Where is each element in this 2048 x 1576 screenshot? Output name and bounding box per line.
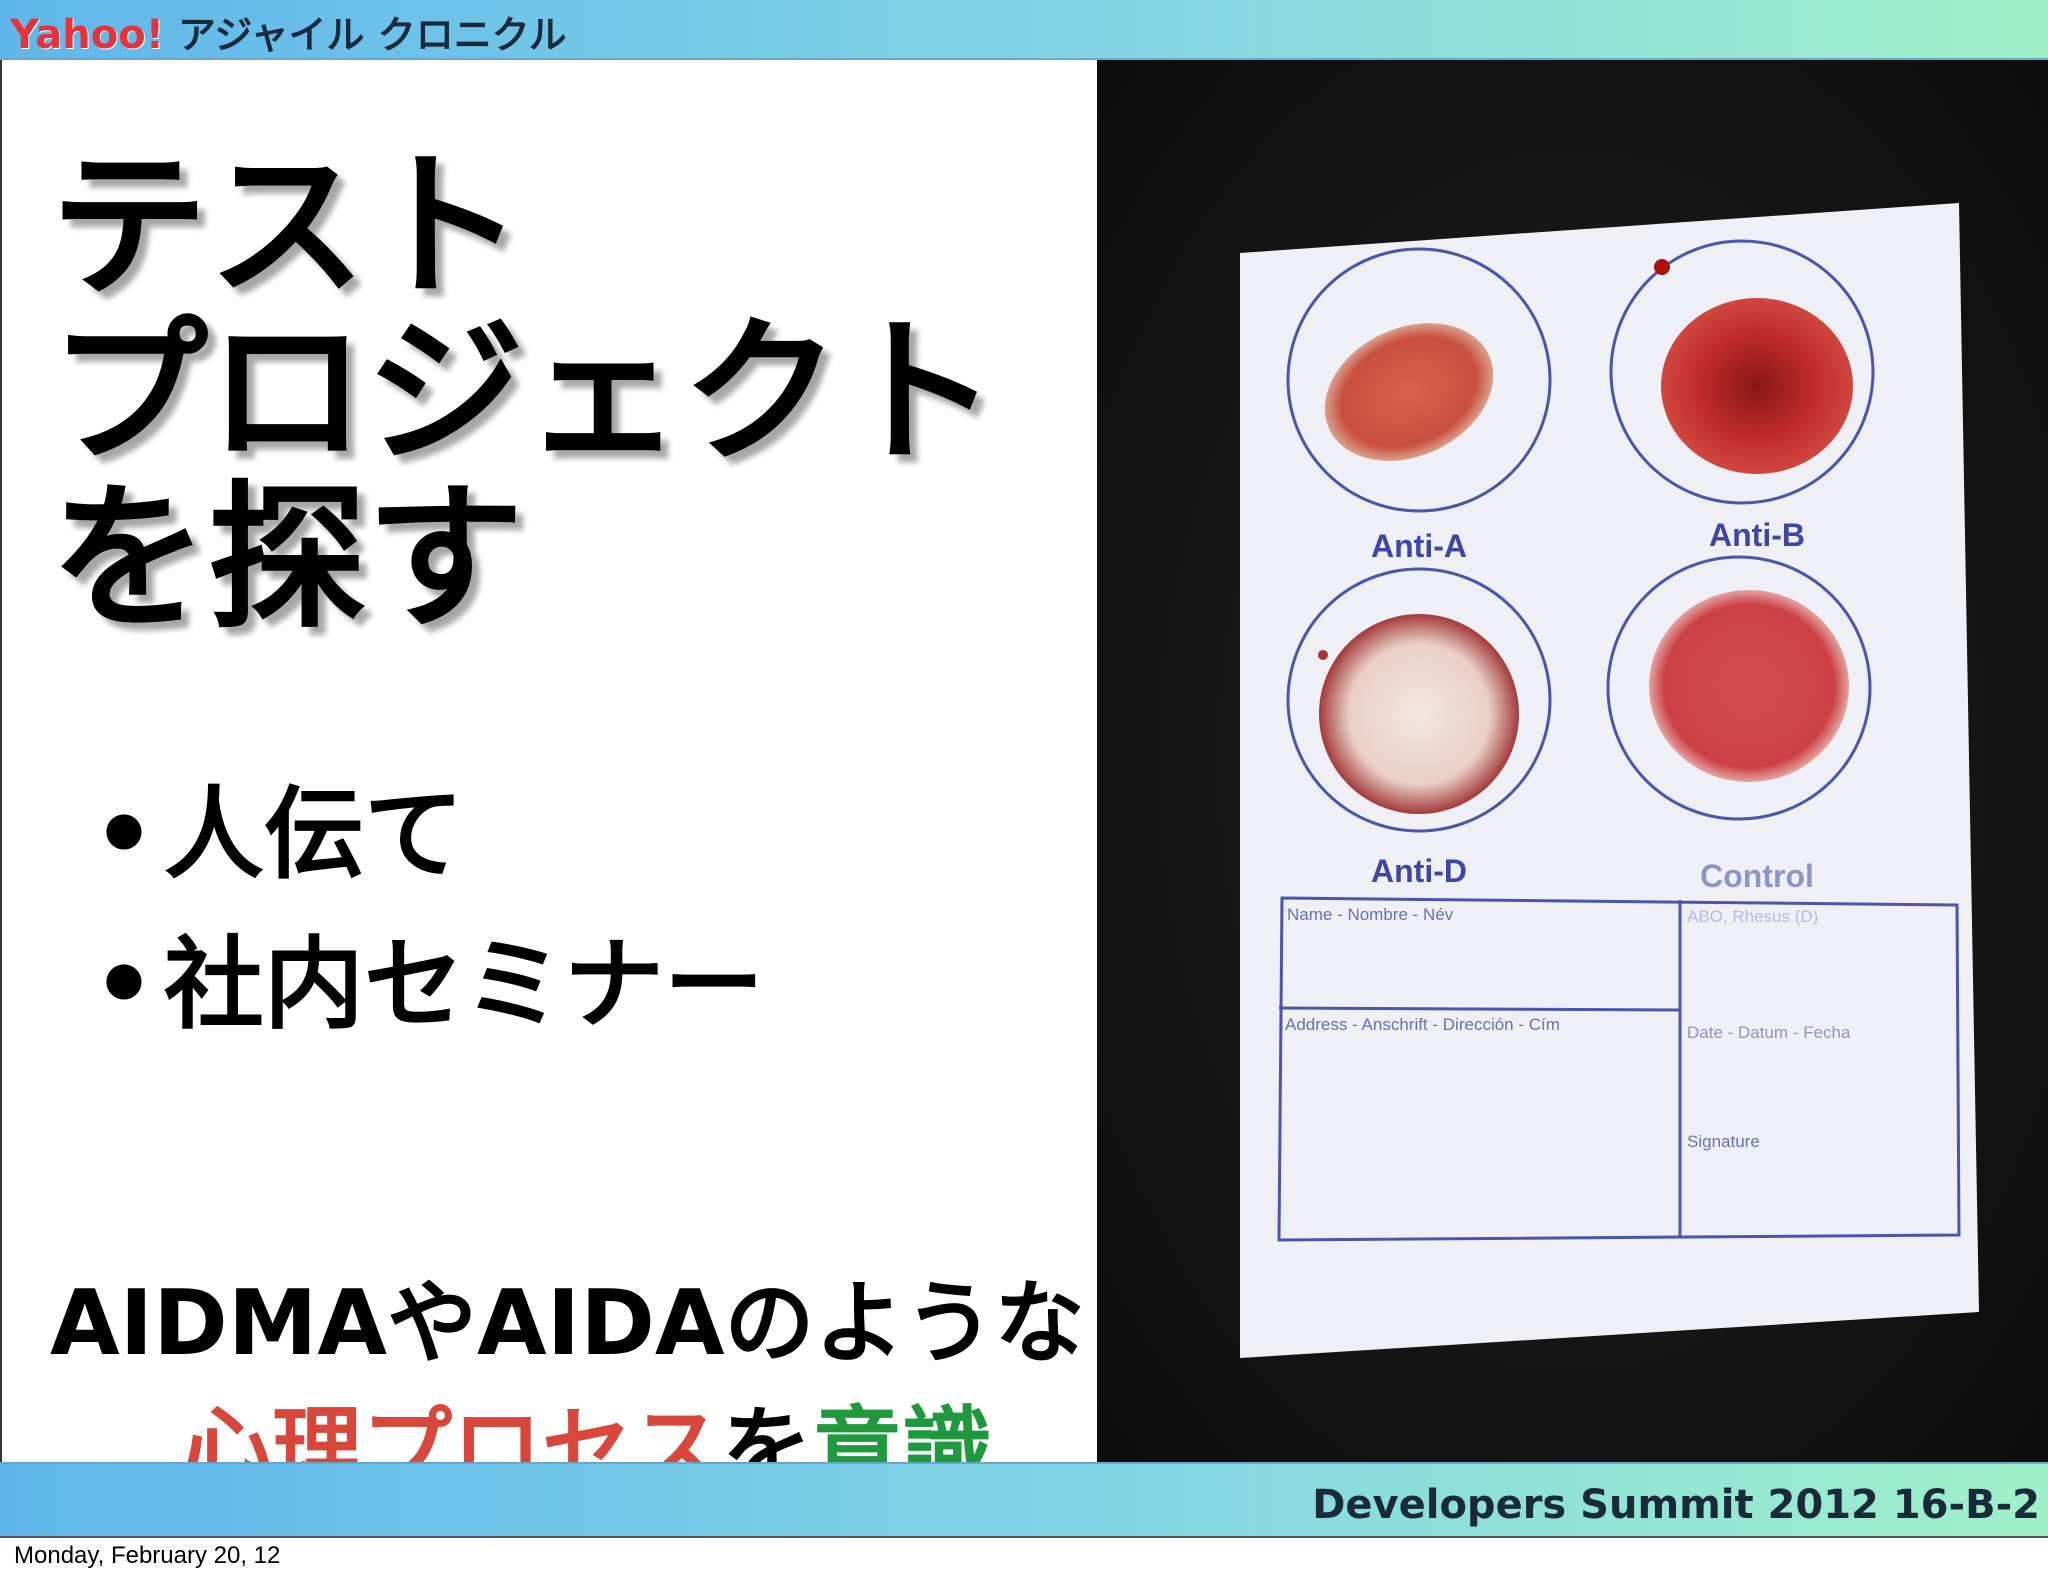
event-name: Developers Summit 2012 16-B-2 bbox=[1312, 1482, 2040, 1528]
header-title: Yahoo! アジャイル クロニクル bbox=[10, 4, 567, 59]
bullet-item: 人伝て bbox=[92, 760, 764, 910]
card-label: Anti-D bbox=[1371, 853, 1467, 889]
bullet-list: 人伝て 社内セミナー bbox=[92, 760, 764, 1060]
bullet-item: 社内セミナー bbox=[92, 910, 764, 1060]
slide-date: Monday, February 20, 12 bbox=[14, 1542, 281, 1569]
footer-bar: Developers Summit 2012 16-B-2 bbox=[0, 1462, 2048, 1538]
form-abo-label: ABO, Rhesus (D) bbox=[1687, 907, 1818, 926]
brand-logo: Yahoo! bbox=[10, 12, 164, 58]
header-subtitle: アジャイル クロニクル bbox=[177, 13, 567, 57]
aida-line: AIDMAやAIDAのような bbox=[50, 1271, 1085, 1376]
blood-test-card-image: Anti-A Anti-B Anti-D Control Name - Nomb… bbox=[1097, 60, 2048, 1462]
card-label: Anti-B bbox=[1709, 517, 1805, 553]
card-label: Control bbox=[1700, 858, 1814, 894]
blood-test-card-photo: Anti-A Anti-B Anti-D Control Name - Nomb… bbox=[1097, 60, 2048, 1462]
form-date-label: Date - Datum - Fecha bbox=[1687, 1023, 1851, 1042]
form-signature-label: Signature bbox=[1687, 1132, 1760, 1151]
slide-title: テスト プロジェクト を探す bbox=[50, 135, 998, 651]
header-bar: Yahoo! アジャイル クロニクル bbox=[0, 0, 2048, 60]
form-address-label: Address - Anschrift - Dirección - Cím bbox=[1285, 1015, 1560, 1034]
slide-body: テスト プロジェクト を探す 人伝て 社内セミナー AIDMAやAIDAのような… bbox=[0, 60, 2048, 1502]
form-name-label: Name - Nombre - Név bbox=[1287, 905, 1454, 924]
card-label: Anti-A bbox=[1371, 528, 1467, 564]
